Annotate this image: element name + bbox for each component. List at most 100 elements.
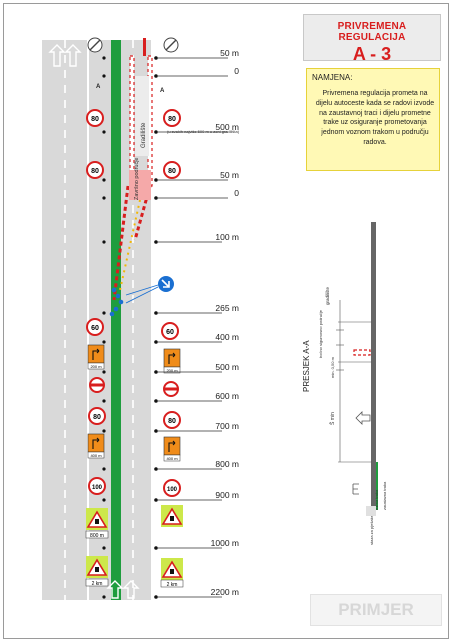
left-marker-dot [102,196,106,200]
distance-label: 50 m [220,170,239,180]
distance-label: 500 m [215,362,239,372]
distance-marker-dot [154,130,158,134]
section-title: PRESJEK A-A [302,340,311,392]
distance-marker-dot [154,56,158,60]
distance-marker-dot [154,340,158,344]
left-marker-dot [102,340,106,344]
svg-text:80: 80 [168,116,176,123]
left-marker-dot [102,399,106,403]
no-overtaking-sign-left [89,377,105,393]
lane-closed-sign-left-2: 400 m [87,433,105,459]
distance-label: 0 [234,66,239,76]
purpose-heading: NAMJENA: [312,73,353,82]
distance-label: 800 m [215,459,239,469]
distance-marker-dot [154,467,158,471]
section-carriageway: rubna traka [374,489,379,510]
section-detail-symbol [352,483,359,495]
section-marker-top: A [96,84,101,90]
distance-label: 700 m [215,421,239,431]
svg-text:80: 80 [91,116,99,123]
distance-label: 400 m [215,332,239,342]
distance-label: 0 [234,188,239,198]
section-base [366,506,376,516]
left-marker-dot [102,546,106,550]
section-barrier [353,349,371,356]
title-box: PRIVREMENA REGULACIJA A - 3 [303,14,441,64]
distance-label: 50 m [220,48,239,58]
purpose-text: Privremena regulacija prometa na dijelu … [315,90,435,146]
distance-marker-dot [154,546,158,550]
distance-marker-dot [154,178,158,182]
direction-arrows-bottom [106,580,140,599]
svg-text:60: 60 [91,325,99,332]
svg-text:80: 80 [168,168,176,175]
distance-label: 100 m [215,232,239,242]
distance-marker-dot [154,370,158,374]
zavrsno-label: Završno područje [134,158,140,201]
distance-marker-dot [154,196,158,200]
distance-label: 265 m [215,303,239,313]
left-lane-1 [42,40,87,600]
speed-sign-80-left: 80 [88,407,106,425]
gradiliste-box [135,76,149,156]
left-marker-dot [102,130,106,134]
svg-text:800 m: 800 m [90,533,104,539]
lane-closed-sign-left-1: 200 m [87,344,105,370]
left-marker-dot [102,56,106,60]
direction-arrows-top [48,44,82,67]
lane-closed-sign-right-1: 200 m [163,348,181,374]
distance-label: 1000 m [211,538,239,548]
section-lateral: bočno sigurnosno područje [318,309,323,358]
roadwork-sign-right [161,505,183,527]
section-gradiliste: gradilište [325,286,330,305]
speed-sign-60-right: 60 [161,322,179,340]
example-stamp: PRIMJER [310,594,442,626]
distance-marker-dot [154,595,158,599]
svg-text:2 km: 2 km [167,582,178,588]
distance-marker-dot [154,498,158,502]
speed-sign-80-right-b: 80 [163,161,181,179]
gradiliste-label: Gradilište [141,122,147,148]
svg-text:100: 100 [92,485,103,491]
distance-marker-dot [154,399,158,403]
svg-text:80: 80 [93,414,101,421]
speed-sign-80-b: 80 [86,161,104,179]
section-width-b: Š min [329,412,336,425]
purpose-box: NAMJENA: Privremena regulacija prometa n… [306,68,440,171]
barrier-segments [112,38,153,301]
lane-divider [87,40,89,600]
end-restriction-sign-left [87,37,103,53]
left-marker-dot [102,311,106,315]
left-marker-dot [102,429,106,433]
no-overtaking-sign-right [163,381,179,397]
section-arrow [355,411,371,425]
svg-text:2 km: 2 km [92,581,103,587]
left-marker-dot [102,370,106,374]
speed-sign-80-a: 80 [86,109,104,127]
zavrsno-box [129,170,151,200]
svg-text:400 m: 400 m [166,456,178,461]
section-marker-right: A [160,88,165,94]
svg-text:200 m: 200 m [90,364,102,369]
left-marker-dot [102,595,106,599]
distance-label: 2200 m [211,587,239,597]
speed-sign-100-left: 100 [88,477,106,495]
distance-label: 900 m [215,490,239,500]
distance-marker-dot [154,429,158,433]
left-marker-dot [102,467,106,471]
distance-label: 600 m [215,391,239,401]
left-marker-dot [102,178,106,182]
roadwork-sign-left-800: 800 m [85,508,109,539]
distance-marker-dot [154,240,158,244]
keep-right-sign [125,276,174,304]
title-code: A - 3 [352,44,392,64]
section-min-width: min. 0,50 m [330,356,335,378]
lane-closed-sign-right-2: 400 m [163,436,181,462]
distance-marker-dot [154,74,158,78]
svg-text:60: 60 [166,329,174,336]
svg-text:80: 80 [91,168,99,175]
dimension-lines [336,300,372,463]
page-frame [3,3,449,639]
